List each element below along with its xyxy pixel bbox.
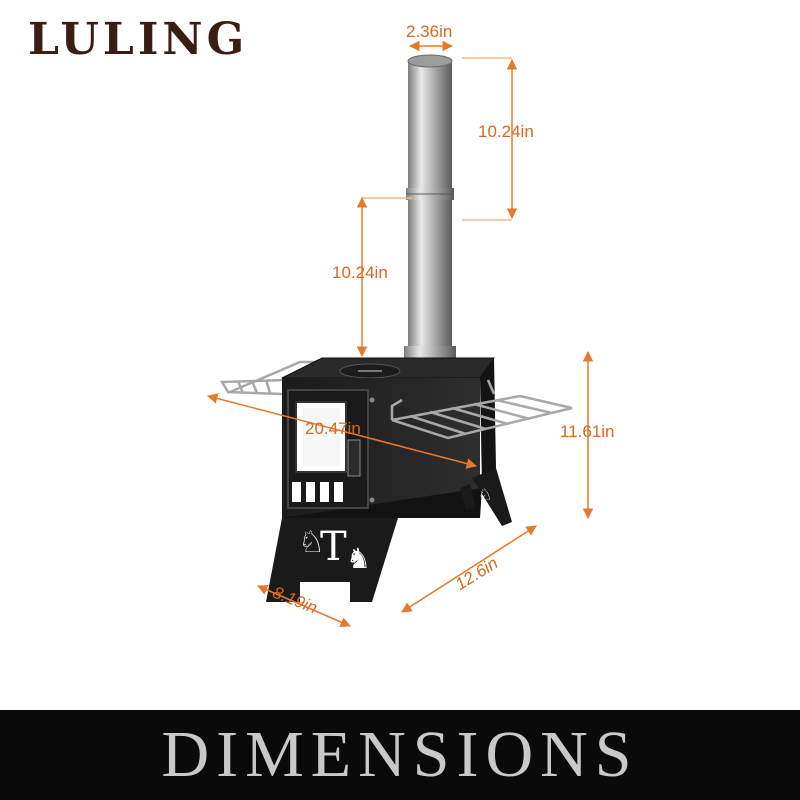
dimensions-banner: DIMENSIONS bbox=[0, 710, 800, 800]
stove-body bbox=[282, 378, 482, 518]
label-width-with-racks: 20.47in bbox=[305, 419, 361, 438]
label-chimney-diameter: 2.36in bbox=[406, 22, 452, 41]
back-legs: ♘ bbox=[460, 468, 512, 526]
dimension-lines bbox=[206, 40, 594, 628]
svg-text:♘: ♘ bbox=[298, 525, 325, 560]
door-latch bbox=[347, 439, 361, 477]
front-legs: ♘ T ♞ bbox=[266, 518, 398, 602]
svg-text:T: T bbox=[320, 524, 347, 570]
stove-side-panel bbox=[480, 358, 496, 488]
label-height: 11.61in bbox=[560, 422, 615, 441]
banner-title: DIMENSIONS bbox=[161, 718, 639, 791]
label-chimney-lower: 10.24in bbox=[332, 263, 388, 282]
svg-text:♞: ♞ bbox=[346, 542, 371, 575]
svg-text:♘: ♘ bbox=[478, 485, 492, 504]
stove-top bbox=[281, 357, 495, 379]
stove-illustration: ♘ T ♞ ♘ 2.36in 10.24in 10.24in 20.47in bbox=[206, 22, 615, 628]
label-chimney-upper: 10.24in bbox=[478, 122, 534, 141]
chimney-pipe bbox=[404, 54, 456, 360]
label-depth: 12.6in bbox=[452, 553, 501, 594]
brand-logo: LULING bbox=[28, 14, 249, 65]
